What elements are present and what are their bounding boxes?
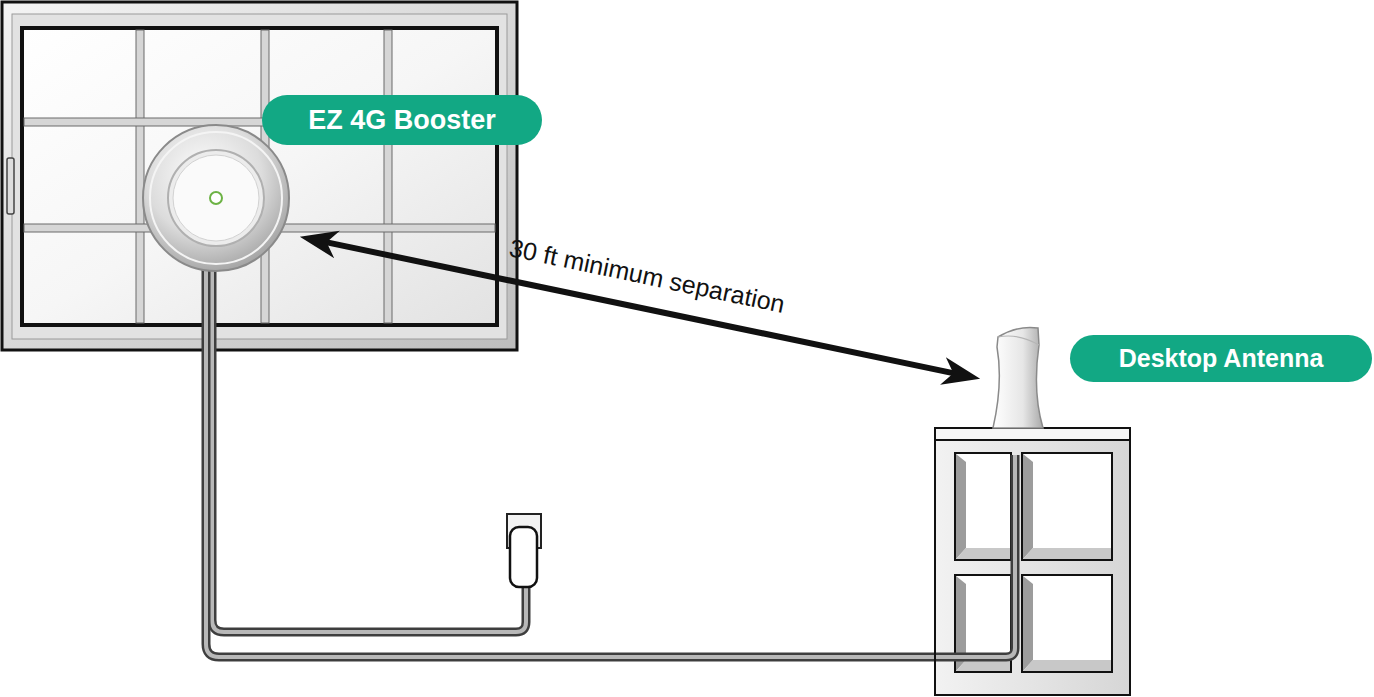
- antenna-cable-highlight: [936, 455, 1015, 657]
- device-label: EZ 4G Booster: [262, 95, 542, 145]
- booster-body: [143, 125, 289, 271]
- window-handle: [7, 158, 14, 214]
- shelf-opening: [955, 453, 1011, 560]
- antenna-cable: [206, 270, 940, 657]
- booster-face-inner: [173, 155, 259, 241]
- arrow-head: [940, 357, 980, 384]
- antenna-cable-highlight: [206, 270, 940, 657]
- antenna-body: [993, 327, 1043, 428]
- shelf-shade: [1023, 576, 1033, 671]
- window-frame: [2, 2, 517, 350]
- device-label: Desktop Antenna: [1070, 335, 1372, 382]
- booster-device: EZ 4G Booster: [140, 122, 292, 274]
- window-muntin: [136, 30, 144, 323]
- antenna-device: Desktop Antenna: [988, 325, 1045, 430]
- shelf-shade: [956, 548, 1010, 559]
- antenna-top-edge: [998, 336, 1039, 345]
- shelf-shade: [956, 454, 966, 559]
- shelf-body: [935, 428, 1130, 695]
- booster-logo: [210, 192, 222, 204]
- power-cable: [212, 270, 526, 632]
- shelf-shade: [1023, 660, 1111, 671]
- arrow-head: [300, 231, 340, 258]
- shelf-opening: [1022, 575, 1112, 672]
- shelf-top: [935, 428, 1130, 440]
- power-cable-highlight: [212, 270, 526, 632]
- power-adapter: [510, 527, 537, 587]
- dimension-label: 30 ft minimum separation: [506, 234, 787, 320]
- shelf-shade: [1023, 548, 1111, 559]
- antenna-cable: [936, 455, 1015, 657]
- window-muntin: [384, 30, 392, 323]
- shelf-shade: [956, 660, 1010, 671]
- booster-shape: [140, 122, 292, 274]
- shelf-shade: [1023, 454, 1033, 559]
- separation-arrow: [300, 231, 980, 385]
- booster-face: [168, 150, 264, 246]
- shelf-opening: [1022, 453, 1112, 560]
- antenna-shape: [988, 325, 1045, 430]
- window-bevel: [12, 14, 507, 339]
- booster-rim: [150, 132, 282, 264]
- window-glass: [22, 28, 497, 325]
